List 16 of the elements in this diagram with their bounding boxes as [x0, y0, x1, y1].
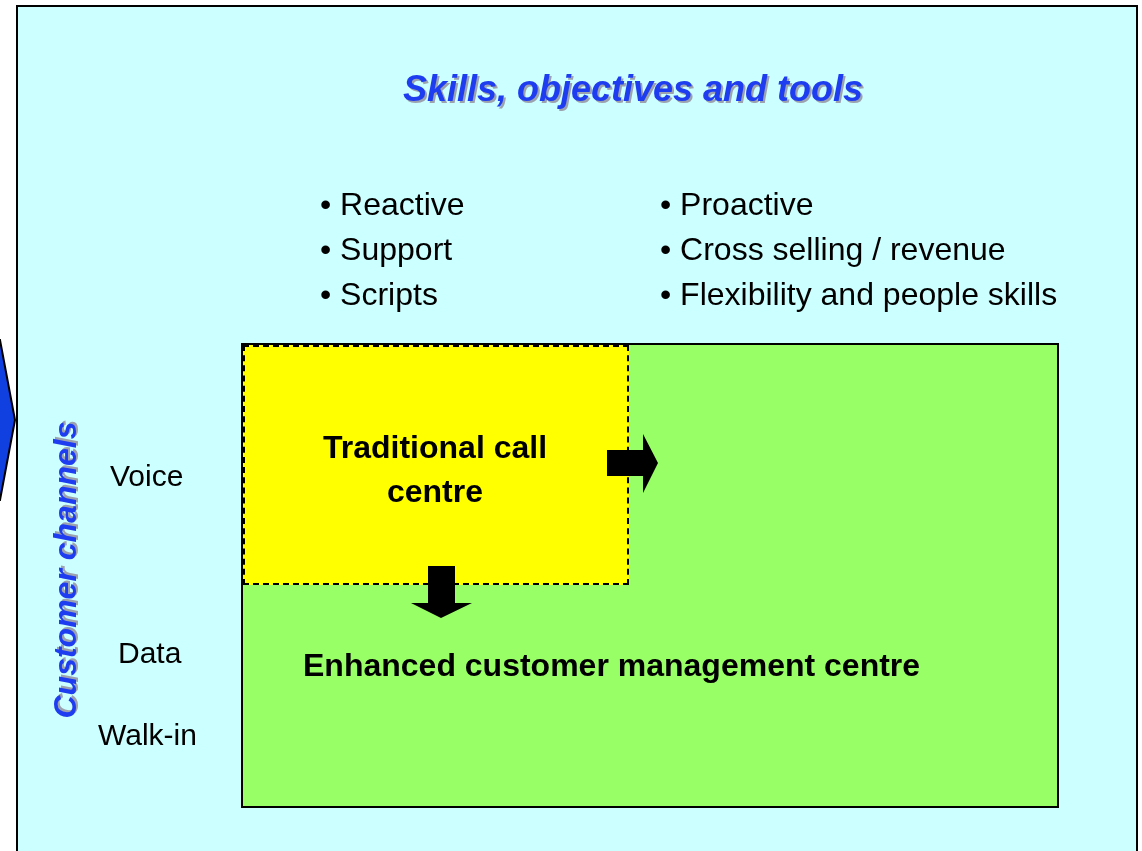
- bullet-item: • Proactive: [660, 185, 814, 224]
- chevron-shape: [0, 339, 16, 501]
- centre-box: [241, 343, 1059, 808]
- diagram-title: Skills, objectives and tools: [401, 67, 865, 111]
- channel-label: Data: [118, 635, 182, 671]
- bullet-item: • Flexibility and people skills: [660, 275, 1058, 314]
- bullet-item: • Cross selling / revenue: [660, 230, 1006, 269]
- box-title: Traditional call centre: [321, 428, 549, 511]
- bullet-item: • Scripts: [320, 275, 438, 314]
- channel-label: Voice: [110, 458, 184, 494]
- bullet-item: • Support: [320, 230, 453, 269]
- axis-title: Customer channels: [46, 421, 84, 719]
- inner-centre-box: [243, 345, 629, 585]
- bullet-item: • Reactive: [320, 185, 465, 224]
- channel-label: Walk-in: [98, 717, 197, 753]
- box-title: Enhanced customer management centre: [303, 646, 922, 685]
